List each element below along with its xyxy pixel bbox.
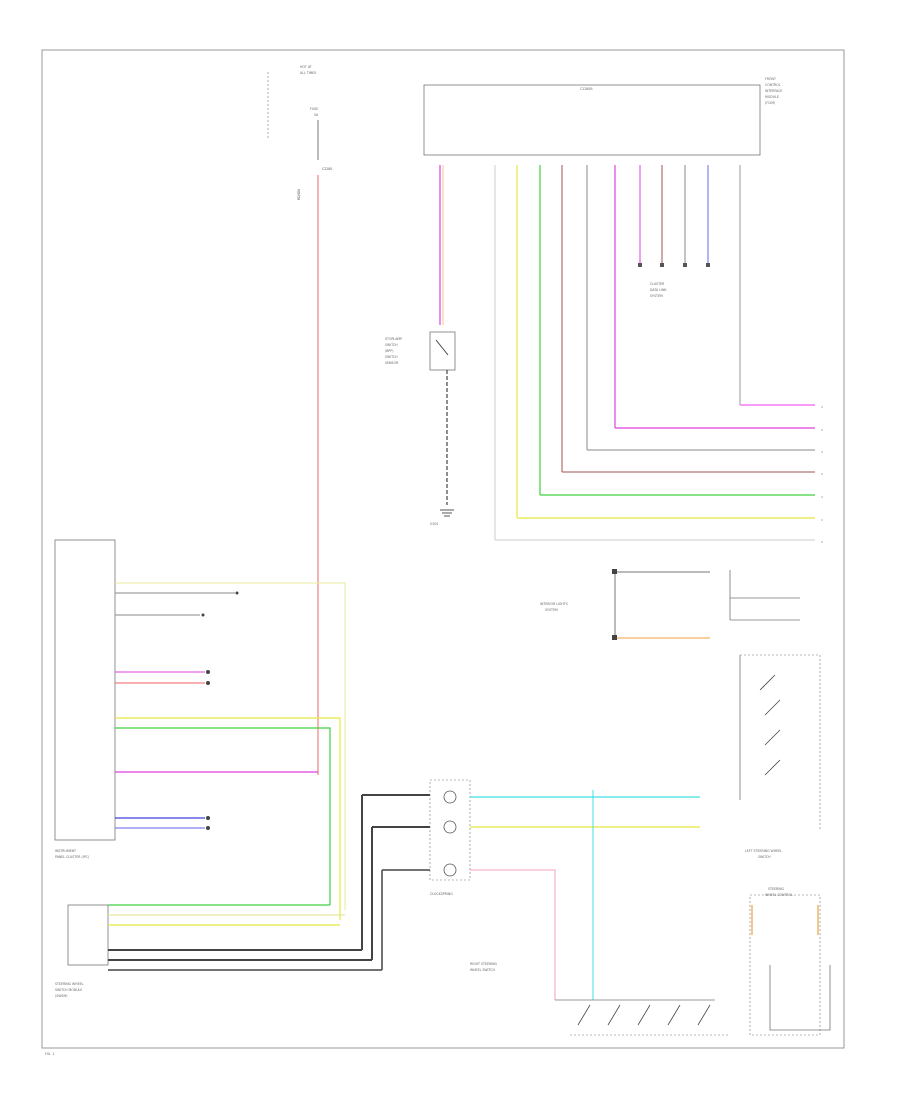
connector-pins bbox=[638, 263, 710, 267]
svg-text:CONTROL: CONTROL bbox=[765, 83, 781, 87]
connector-ref-ipc: CLUSTER DATA LINK SYSTEM bbox=[650, 282, 667, 298]
steering-wheel-switch-module: STEERING WHEEL SWITCH MODULE (SWSM) bbox=[55, 904, 109, 998]
svg-text:WHEEL SWITCH: WHEEL SWITCH bbox=[470, 968, 495, 972]
svg-text:C2280: C2280 bbox=[322, 167, 332, 171]
interior-lights-group: INTERIOR LIGHTS SYSTEM bbox=[540, 569, 800, 640]
svg-text:WHEEL CONTROL: WHEEL CONTROL bbox=[765, 893, 793, 897]
svg-text:5A: 5A bbox=[314, 113, 319, 117]
body-control-module: C2280B FRONT CONTROL INTERFACE MODULE (F… bbox=[423, 77, 782, 156]
ipc-label: INSTRUMENT bbox=[55, 849, 76, 853]
svg-text:SWITCH MODULE: SWITCH MODULE bbox=[55, 988, 82, 992]
svg-text:STEERING WHEEL: STEERING WHEEL bbox=[55, 982, 84, 986]
svg-text:INTERFACE: INTERFACE bbox=[765, 89, 782, 93]
svg-text:CLUSTER: CLUSTER bbox=[650, 282, 665, 286]
ipc-wires bbox=[115, 582, 346, 920]
module-horizontal-wires bbox=[495, 404, 815, 541]
svg-text:(FCIM): (FCIM) bbox=[765, 101, 775, 105]
svg-text:SWITCH: SWITCH bbox=[758, 855, 771, 859]
figure-corner-label: FIG. 1 bbox=[45, 1052, 54, 1056]
svg-text:(BPP): (BPP) bbox=[385, 349, 394, 353]
svg-text:MODULE: MODULE bbox=[765, 95, 779, 99]
svg-text:HOT AT: HOT AT bbox=[300, 65, 312, 69]
svg-text:SENSOR: SENSOR bbox=[385, 361, 399, 365]
svg-text:CLOCKSPRING: CLOCKSPRING bbox=[430, 892, 453, 896]
svg-text:SWITCH: SWITCH bbox=[385, 355, 398, 359]
clockspring-wires bbox=[361, 790, 700, 1000]
svg-text:(SWSM): (SWSM) bbox=[55, 994, 67, 998]
ipc-connector-dots bbox=[201, 591, 239, 830]
svg-text:DATA LINK: DATA LINK bbox=[650, 288, 667, 292]
svg-text:RD/GN: RD/GN bbox=[297, 189, 301, 200]
svg-text:STEERING: STEERING bbox=[768, 887, 785, 891]
svg-text:INTERIOR LIGHTS: INTERIOR LIGHTS bbox=[540, 602, 568, 606]
clockspring: CLOCKSPRING bbox=[429, 779, 471, 896]
power-source: HOT AT ALL TIMES FUSE 5A C2280 bbox=[267, 65, 332, 171]
wire-endpoints bbox=[821, 406, 823, 543]
instrument-panel-cluster: INSTRUMENT PANEL CLUSTER (IPC) bbox=[54, 539, 116, 859]
svg-text:LEFT STEERING WHEEL: LEFT STEERING WHEEL bbox=[745, 849, 782, 853]
svg-text:STOPLAMP: STOPLAMP bbox=[385, 337, 402, 341]
svg-text:G301: G301 bbox=[430, 522, 439, 526]
module-output-wires bbox=[439, 165, 741, 540]
right-steering-wheel-switch: RIGHT STEERING WHEEL SWITCH bbox=[470, 962, 730, 1036]
svg-text:ALL TIMES: ALL TIMES bbox=[300, 71, 316, 75]
swsm-wires bbox=[108, 904, 382, 971]
svg-text:FUSE: FUSE bbox=[310, 107, 318, 111]
svg-text:FRONT: FRONT bbox=[765, 77, 776, 81]
svg-text:SWITCH: SWITCH bbox=[385, 343, 398, 347]
diagram-frame bbox=[41, 49, 845, 1049]
svg-text:PANEL CLUSTER (IPC): PANEL CLUSTER (IPC) bbox=[55, 855, 89, 859]
svg-text:C2280B: C2280B bbox=[580, 87, 593, 91]
left-steering-wheel-switch: LEFT STEERING WHEEL SWITCH bbox=[739, 654, 821, 859]
svg-text:SYSTEM: SYSTEM bbox=[650, 294, 663, 298]
svg-text:RIGHT STEERING: RIGHT STEERING bbox=[470, 962, 498, 966]
switch-component: STOPLAMP SWITCH (BPP) SWITCH SENSOR G301 bbox=[385, 331, 456, 526]
svg-text:SYSTEM: SYSTEM bbox=[545, 608, 558, 612]
horn-switch: STEERING WHEEL CONTROL bbox=[749, 887, 831, 1036]
